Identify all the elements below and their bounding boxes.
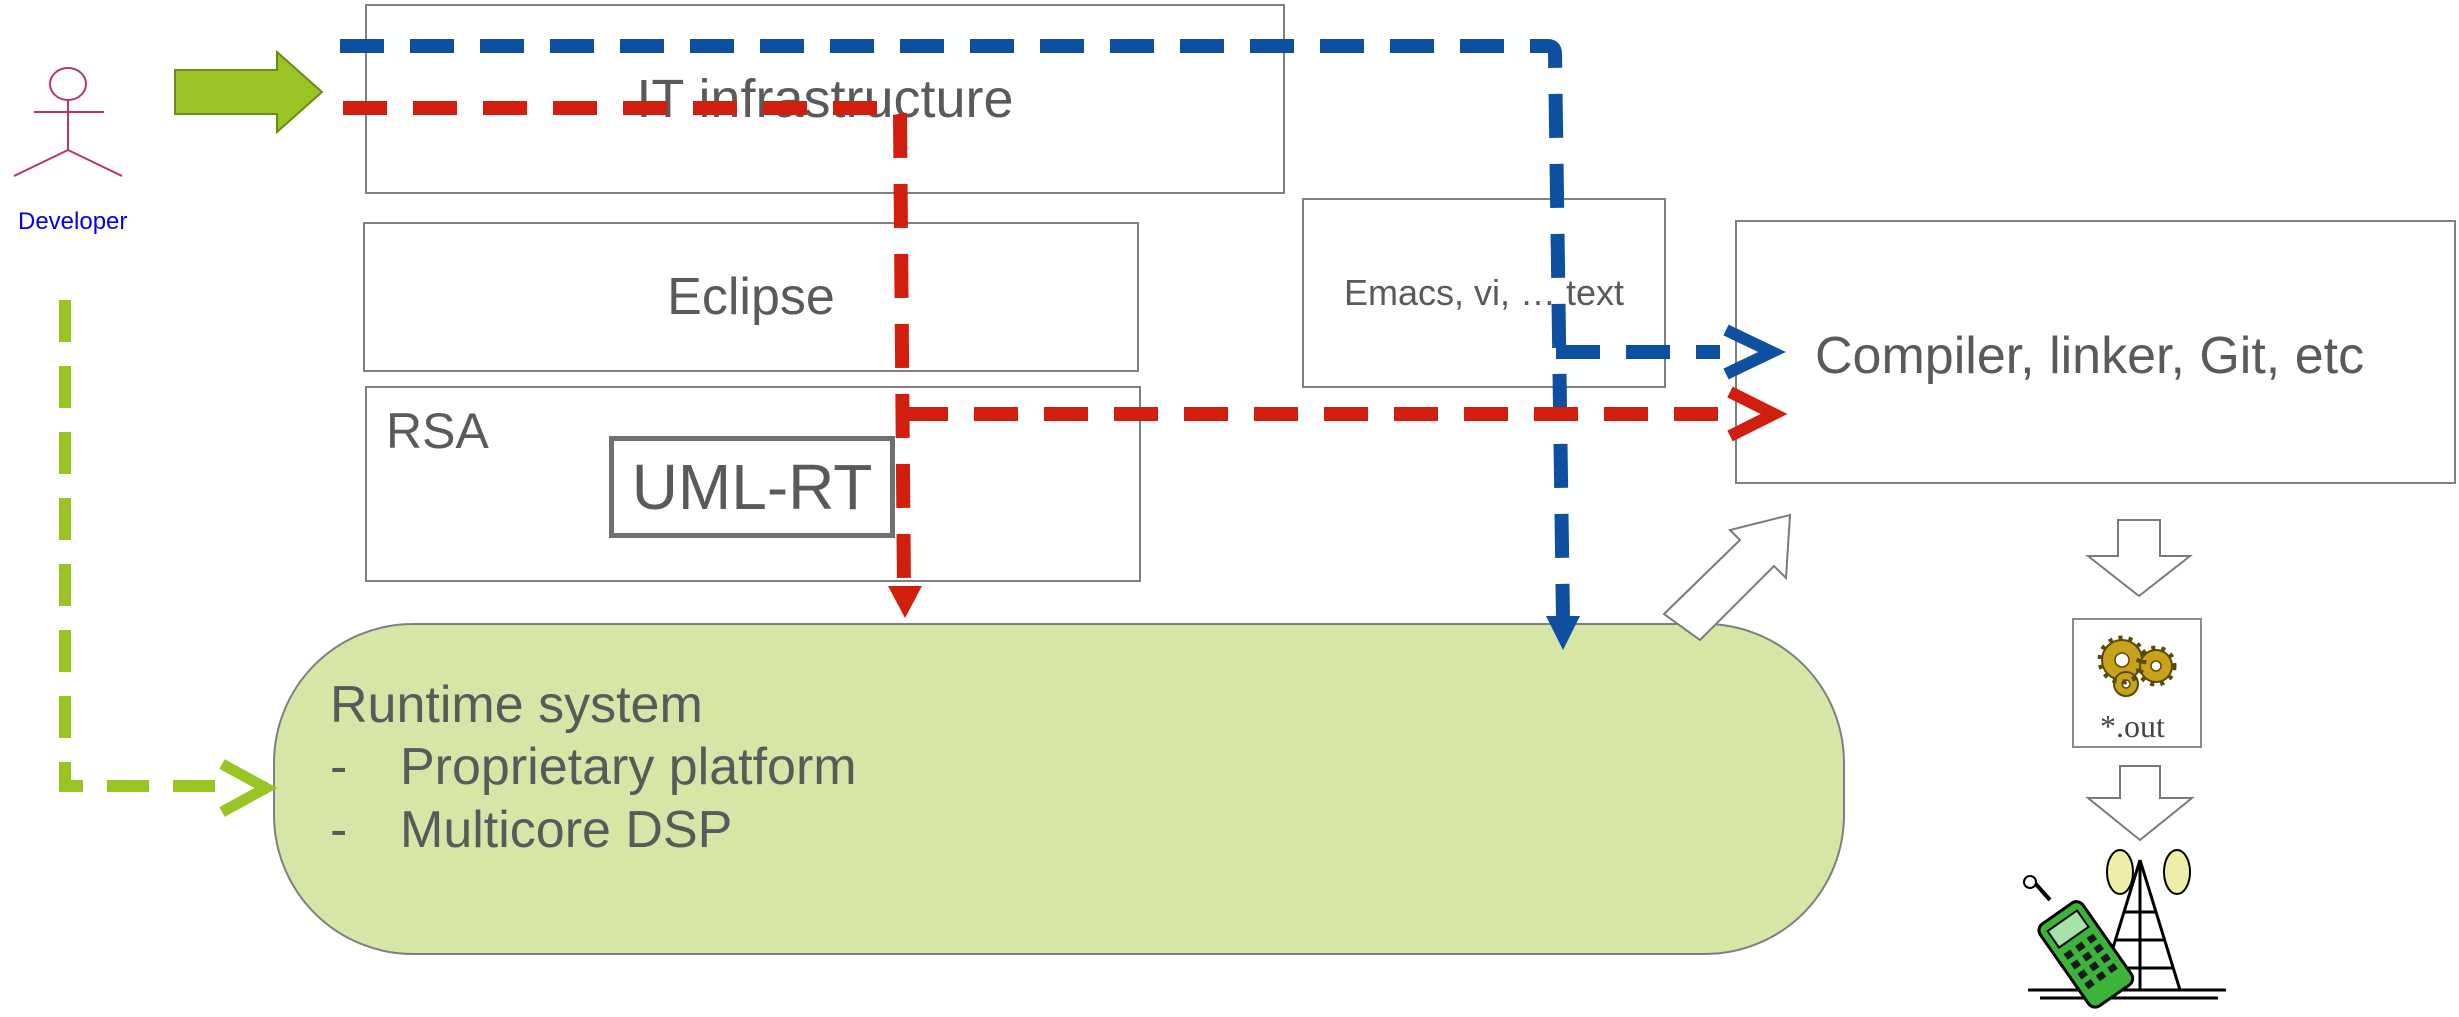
blue-path-to-runtime bbox=[340, 39, 1570, 621]
developer-action-arrow bbox=[174, 49, 324, 135]
runtime-bullet-2-marker: - bbox=[330, 801, 348, 859]
text-editors-label: Emacs, vi, … text bbox=[1343, 272, 1625, 313]
blue-arrowhead-runtime bbox=[1546, 616, 1580, 650]
toolchain-label: Compiler, linker, Git, etc bbox=[1815, 327, 2365, 385]
uml-rt-label: UML-RT bbox=[631, 451, 873, 523]
eclipse-box: Eclipse bbox=[363, 222, 1139, 372]
runtime-system-title: Runtime system bbox=[330, 676, 703, 734]
eclipse-label: Eclipse bbox=[667, 268, 835, 326]
deploy-arrow bbox=[2085, 765, 2195, 842]
red-arrowhead-toolchain bbox=[1727, 386, 1788, 442]
green-path-to-runtime bbox=[59, 300, 238, 792]
build-input-arrow bbox=[1662, 513, 1792, 642]
developer-label: Developer bbox=[18, 208, 128, 235]
it-infrastructure-label: IT infrastructure bbox=[636, 69, 1014, 129]
gears-icon bbox=[2097, 635, 2177, 697]
out-file-box: *.out bbox=[2072, 618, 2202, 748]
red-path-from-developer bbox=[343, 101, 911, 591]
green-arrowhead-runtime bbox=[219, 759, 278, 817]
rsa-label: RSA bbox=[386, 403, 489, 459]
runtime-bullet-1: Proprietary platform bbox=[400, 738, 857, 796]
it-infrastructure-box: IT infrastructure bbox=[365, 4, 1285, 194]
runtime-bullet-2: Multicore DSP bbox=[400, 801, 733, 859]
uml-rt-box: UML-RT bbox=[609, 436, 895, 538]
target-device-icon bbox=[2023, 849, 2226, 1009]
out-file-label: *.out bbox=[2100, 708, 2165, 744]
red-arrowhead-runtime bbox=[888, 586, 922, 618]
developer-actor-icon bbox=[13, 67, 123, 177]
blue-arrowhead-toolchain bbox=[1723, 324, 1786, 380]
compile-output-arrow bbox=[2085, 519, 2193, 598]
text-editors-box: Emacs, vi, … text bbox=[1302, 198, 1666, 388]
toolchain-box: Compiler, linker, Git, etc bbox=[1735, 220, 2456, 484]
runtime-system-shape: Runtime system - Proprietary platform - … bbox=[273, 623, 1845, 955]
runtime-bullet-1-marker: - bbox=[330, 738, 348, 796]
